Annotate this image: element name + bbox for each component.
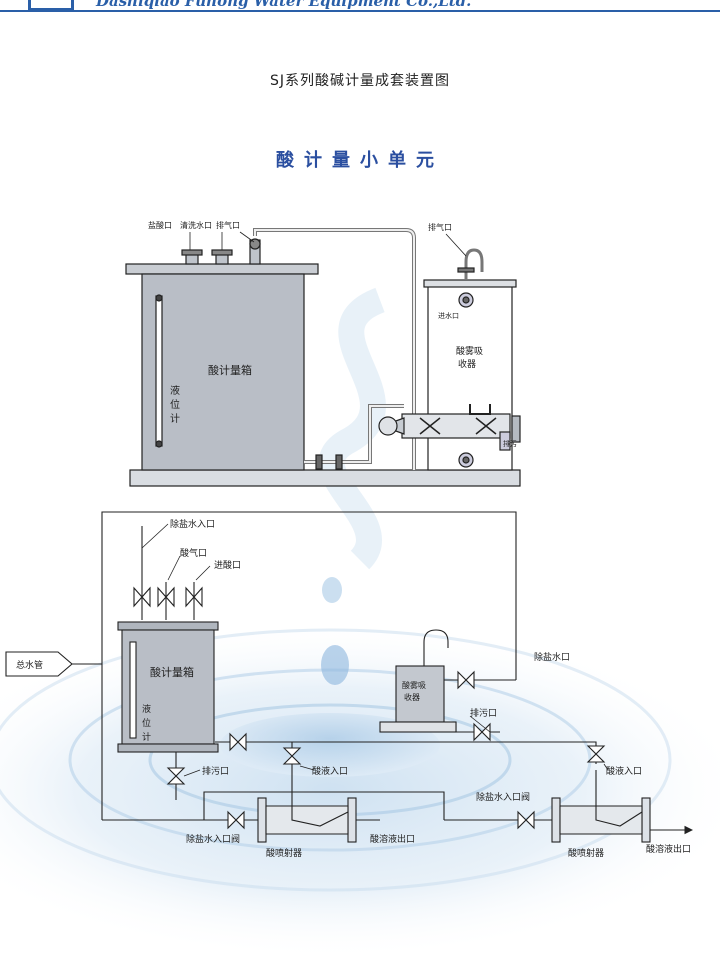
label-absorber-drain: 排污口 xyxy=(470,707,497,719)
top-diagram-labels: 盐酸口 清洗水口 排气口 酸计量箱 液 位 计 排气口 进水口 酸雾吸 收器 排… xyxy=(148,220,517,448)
unit-title: 酸计量小单元 xyxy=(276,150,444,171)
valve-acid-gas xyxy=(157,586,175,608)
label-desalt-right: 除盐水口 xyxy=(534,651,570,663)
label-level-3: 计 xyxy=(170,412,180,425)
valve-acid-feed xyxy=(185,586,203,608)
label-acid-inlet-1: 酸液入口 xyxy=(312,765,348,777)
pid-labels: 除盐水入口 酸气口 进酸口 总水管 酸计量箱 液 位 计 排污口 酸雾吸 收器 … xyxy=(16,518,691,859)
label-bottom-absorber-1: 酸雾吸 xyxy=(402,680,426,690)
label-absorber-2: 收器 xyxy=(458,358,476,370)
label-absorber-vent: 排气口 xyxy=(428,222,452,232)
pid-valves xyxy=(133,586,606,830)
label-top-drain: 排污 xyxy=(503,439,517,448)
acid-tank-body xyxy=(141,273,305,471)
label-acid-feed: 进酸口 xyxy=(214,560,241,571)
valve-acid-inlet-2 xyxy=(586,745,606,763)
company-name: Dashiqiao Fuhong Water Equipment Co.,Ltd… xyxy=(96,0,472,10)
label-bottom-tank: 酸计量箱 xyxy=(150,665,194,679)
label-acid-inlet-2: 酸液入口 xyxy=(606,765,642,777)
label-bottom-absorber-2: 收器 xyxy=(404,692,420,702)
label-bottom-level-2: 位 xyxy=(142,717,151,729)
label-ejector-1: 酸喷射器 xyxy=(266,847,302,859)
label-tank-name: 酸计量箱 xyxy=(208,363,252,377)
company-logo xyxy=(28,0,74,11)
ejector-body xyxy=(401,413,511,439)
valve-acid-inlet-1 xyxy=(282,747,302,765)
label-vent-port: 排气口 xyxy=(216,220,240,230)
absorber-body xyxy=(427,285,513,471)
label-desalt-valve-1: 除盐水入口阀 xyxy=(186,833,240,845)
label-rinse-port: 清洗水口 xyxy=(180,220,212,230)
valve-desalt-inlet-2 xyxy=(517,810,535,830)
label-bottom-level-3: 计 xyxy=(142,731,151,743)
label-desalt-inlet: 除盐水入口 xyxy=(170,518,215,530)
valve-tank-outlet xyxy=(229,732,247,752)
label-outlet-2: 酸溶液出口 xyxy=(646,843,691,855)
top-equipment-drawing xyxy=(125,228,521,487)
label-desalt-valve-2: 除盐水入口阀 xyxy=(476,791,530,803)
label-bottom-level-1: 液 xyxy=(142,703,151,715)
label-acid-gas: 酸气口 xyxy=(180,547,207,559)
valve-absorber-drain xyxy=(473,722,491,742)
pid-absorber xyxy=(379,665,457,733)
base-plate xyxy=(129,469,521,487)
header-rule xyxy=(0,10,720,12)
label-absorber-inlet: 进水口 xyxy=(438,311,459,320)
acid-tank-lid xyxy=(125,263,319,275)
valve-desalt-inlet-1 xyxy=(227,810,245,830)
level-gauge-tube xyxy=(155,295,163,447)
label-acid-port: 盐酸口 xyxy=(148,220,172,230)
main-pipe-box xyxy=(5,651,73,677)
valve-desalt-inlet xyxy=(133,586,151,608)
pid-ejector-1 xyxy=(257,797,357,843)
pid-acid-tank xyxy=(117,621,219,753)
label-ejector-2: 酸喷射器 xyxy=(568,847,604,859)
pid-ejector-2 xyxy=(551,770,651,843)
valve-tank-drain xyxy=(166,767,186,785)
valve-desalt-right xyxy=(457,670,475,690)
document-title: SJ系列酸碱计量成套装置图 xyxy=(269,73,450,89)
label-absorber-1: 酸雾吸 xyxy=(456,346,483,357)
label-level-1: 液 xyxy=(170,384,180,397)
label-main-pipe: 总水管 xyxy=(16,659,43,671)
label-outlet-1: 酸溶液出口 xyxy=(370,833,415,845)
label-level-2: 位 xyxy=(170,398,180,411)
label-tank-drain: 排污口 xyxy=(202,765,229,777)
